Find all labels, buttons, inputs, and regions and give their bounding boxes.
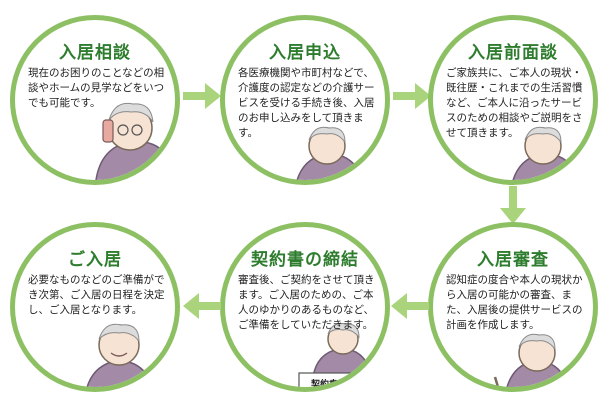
- elderly-person-smiling-icon: [86, 323, 154, 387]
- step-title: 入居申込: [269, 43, 341, 63]
- step-admission-review: 入居審査 認知症の度合や本人の現状から入居の可能かの審査、また、入居後の提供サー…: [428, 222, 598, 392]
- step-application: 入居申込 各医療機関や市町村などで、介護度の認定などの介護サービスを受ける手続き…: [220, 15, 390, 185]
- step-move-in: ご入居 必要なものなどのご準備ができ次第、ご入居の日程を決定し、ご入居となります…: [10, 222, 180, 392]
- elderly-person-on-phone-icon: [95, 102, 175, 180]
- step-description: 認知症の度合や本人の現状から入居の可能かの審査、また、入居後の提供サービスの計画…: [446, 274, 583, 331]
- step-description: ご家族共に、ご本人の現状・既往歴・これまでの生活習慣など、ご本人に沿ったサービス…: [446, 67, 583, 139]
- contract-document-label: 契約書: [311, 380, 339, 390]
- step-title: 契約書の締結: [251, 250, 359, 270]
- step-title: 入居審査: [477, 250, 549, 270]
- step-contract-signing: 契約書の締結 審査後、ご契約をさせて頂きます。ご入居のための、ご本人のゆかりのあ…: [220, 222, 390, 392]
- step-title: ご入居: [68, 250, 122, 270]
- step-title: 入居前面談: [468, 43, 558, 63]
- step-pre-admission-interview: 入居前面談 ご家族共に、ご本人の現状・既往歴・これまでの生活習慣など、ご本人に沿…: [428, 15, 598, 185]
- step-consultation: 入居相談 現在のお困りのことなどの相談やホームの見学などをいつでも可能です。: [10, 15, 180, 185]
- step-description: 審査後、ご契約をさせて頂きます。ご入居のための、ご本人のゆかりのあるものなど、ご…: [238, 274, 375, 331]
- arrow-left-icon: [391, 293, 429, 319]
- arrow-down-icon: [500, 186, 526, 224]
- arrow-right-icon: [393, 83, 431, 109]
- step-title: 入居相談: [59, 43, 131, 63]
- arrow-right-icon: [183, 83, 221, 109]
- step-description: 各医療機関や市町村などで、介護度の認定などの介護サービスを受ける手続き後、入居の…: [238, 67, 375, 139]
- elderly-person-talking-icon: [512, 126, 580, 180]
- elderly-person-walking-icon: [493, 333, 570, 387]
- step-description: 必要なものなどのご準備ができ次第、ご入居の日程を決定し、ご入居となります。: [28, 274, 165, 316]
- arrow-left-icon: [183, 293, 221, 319]
- step-description: 現在のお困りのことなどの相談やホームの見学などをいつでも可能です。: [28, 67, 165, 109]
- elderly-person-writing-icon: [296, 126, 364, 180]
- contract-document-icon: [298, 323, 374, 387]
